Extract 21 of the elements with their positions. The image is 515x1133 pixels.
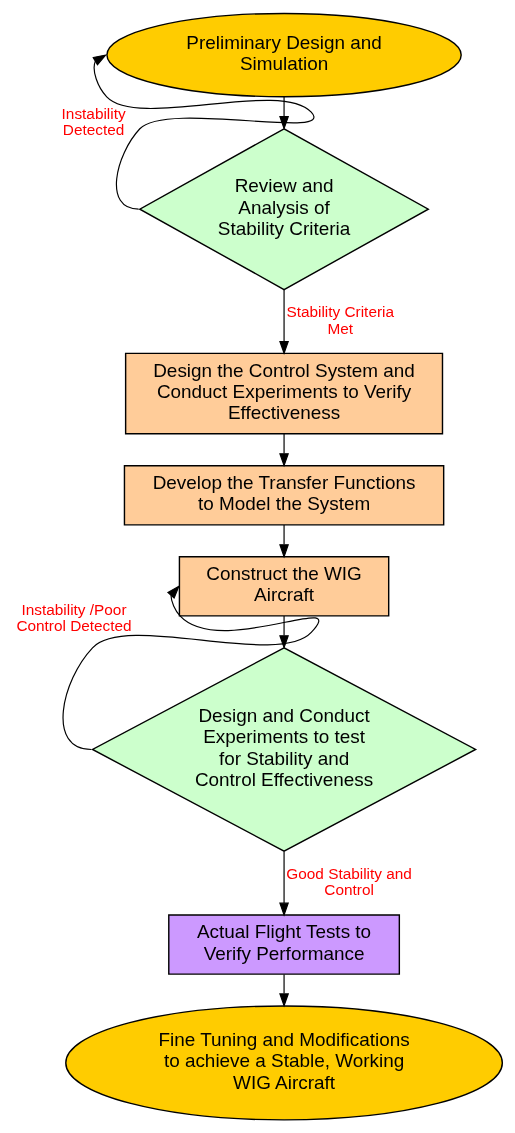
edge-label: Instability Detected <box>61 104 126 139</box>
node-ellipse: Fine Tuning and Modifications to achieve a Stable, Working WIG Aircraft <box>64 1005 503 1121</box>
node-box: Actual Flight Tests to Verify Performance <box>167 914 400 975</box>
arrow <box>278 973 289 1008</box>
arrow <box>278 850 289 917</box>
arrow <box>91 54 314 210</box>
node-diamond: Design and Conduct Experiments to test for Stability and Control Effectiveness <box>90 647 477 852</box>
arrow <box>278 96 289 131</box>
node-diamond: Review and Analysis of Stability Criteria <box>137 127 430 291</box>
arrow <box>278 524 289 559</box>
node-box: Develop the Transfer Functions to Model the System <box>123 465 444 526</box>
arrow <box>278 615 289 650</box>
arrow <box>278 289 289 356</box>
arrow <box>62 585 319 751</box>
node-box: Construct the WIG Aircraft <box>178 556 389 617</box>
edge-label: Instability /Poor Control Detected <box>15 600 132 635</box>
edge-label: Good Stability and Control <box>285 864 412 899</box>
node-box: Design the Control System and Conduct Experiments to Verify Effectiveness <box>124 352 443 435</box>
edge-label: Stability Criteria Met <box>285 303 394 337</box>
node-ellipse: Preliminary Design and Simulation <box>105 12 462 98</box>
arrow <box>278 433 289 468</box>
